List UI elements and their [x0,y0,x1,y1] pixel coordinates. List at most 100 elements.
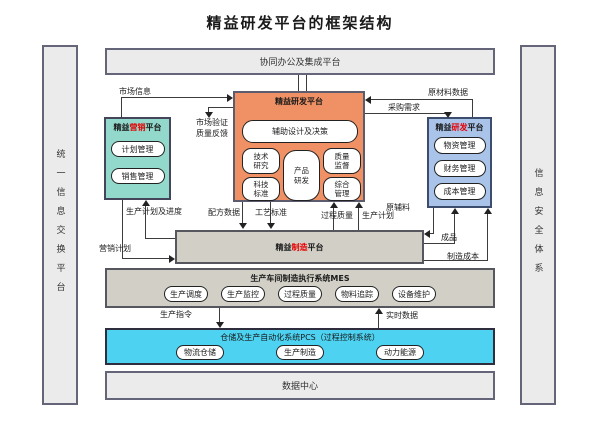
equipment-maintenance-pill: 设备维护 [392,286,436,302]
aided-design-decision-label: 辅助设计及决策 [272,127,328,136]
connector-line [208,107,209,113]
connector-line [430,233,434,234]
connector-line [208,107,233,108]
connector-line [145,206,146,239]
arrow-up-icon [375,308,383,314]
marketing-title-prefix: 精益 [113,123,130,132]
product-rnd-pill: 产品研发 [283,150,320,201]
sales-management-label: 销售管理 [121,171,154,181]
flow-label-manufacturing-cost: 制造成本 [447,252,479,261]
process-quality-pill: 过程质量 [278,286,322,302]
power-energy-label: 动力能源 [384,348,416,357]
flow-label-formula-data: 配方数据 [208,208,240,217]
flow-label-process-quality: 过程质量 [321,211,353,220]
flow-label-finished-goods: 成品 [441,233,457,242]
mes-bar: 生产车间制造执行系统MES 生产调度 生产监控 过程质量 物料追踪 设备维护 [105,268,495,308]
general-management-label: 综合管理 [334,179,350,198]
arrow-down-icon [239,223,247,229]
equipment-maintenance-label: 设备维护 [398,289,430,299]
logistics-warehouse-label: 物流仓储 [184,348,216,357]
connector-line [454,213,455,244]
tech-standard-pill: 科技标准 [242,177,280,201]
market-validation-line1: 市场验证 [196,118,228,127]
info-exchange-platform-bar: 统一信息交换平台 [42,45,78,405]
quality-supervision-label: 质量监督 [334,151,350,170]
data-center-label: 数据中心 [281,382,318,392]
rnd-platform-box: 精益研发平台 辅助设计及决策 技术研究 科技标准 产品研发 质量监督 综合管理 [233,91,365,202]
plan-management-pill: 计划管理 [110,141,165,157]
production-monitoring-label: 生产监控 [227,289,259,299]
management-title-suffix: 平台 [467,123,484,132]
rnd-platform-title: 精益研发平台 [275,97,323,106]
manufacturing-title-highlight: 制造 [291,242,308,252]
production-monitoring-pill: 生产监控 [221,286,265,302]
arrow-down-icon [267,223,275,229]
connector-line [378,313,379,328]
management-title-prefix: 精益 [435,123,452,132]
diagram-title: 精益研发平台的框架结构 [206,14,394,32]
marketing-platform-title: 精益营销平台 [114,122,162,133]
connector-line [424,243,455,244]
product-rnd-label: 产品研发 [294,166,309,185]
manufacturing-title-prefix: 精益 [275,242,292,252]
collaboration-platform-bar: 协同办公及集成平台 [105,48,495,75]
connector-line [145,238,175,239]
tech-research-label: 技术研究 [253,151,269,170]
aided-design-decision-pill: 辅助设计及决策 [242,120,358,143]
connector-line [424,260,488,261]
cost-management-label: 成本管理 [443,187,476,196]
arrow-left-icon [365,96,371,104]
quality-supervision-pill: 质量监督 [323,148,361,174]
production-scheduling-pill: 生产调度 [164,286,208,302]
arrow-up-icon [142,200,150,206]
arrow-left-icon [424,230,430,238]
connector-line [472,99,473,117]
mes-title: 生产车间制造执行系统MES [250,274,350,283]
arrow-up-icon [484,208,492,214]
connector-line [270,202,271,224]
flow-label-purchase-demand: 采购需求 [388,103,420,112]
material-management-label: 物资管理 [443,141,476,150]
quality-feedback-line2: 质量反馈 [196,129,228,138]
finance-management-pill: 财务管理 [433,160,486,177]
data-center-bar: 数据中心 [105,371,495,400]
plan-management-label: 计划管理 [121,144,154,154]
connector-line [433,208,434,234]
process-quality-label: 过程质量 [284,289,316,299]
management-platform-box: 精益研发平台 物资管理 财务管理 成本管理 [427,117,492,208]
flow-label-production-order: 生产指令 [160,310,192,319]
flow-label-market-validation: 市场验证 质量反馈 [196,117,228,139]
power-energy-pill: 动力能源 [376,345,424,360]
mes-pill-row: 生产调度 生产监控 过程质量 物料追踪 设备维护 [107,286,493,302]
info-exchange-platform-label: 统一信息交换平台 [54,149,65,301]
connector-line [121,97,228,98]
manufacturing-platform-title: 精益制造平台 [276,242,324,253]
arrow-right-icon [227,94,233,102]
arrow-up-icon [330,202,338,208]
connector-line [122,200,123,258]
flow-label-process-standard: 工艺标准 [255,208,287,217]
general-management-pill: 综合管理 [323,177,361,201]
flow-label-marketing-plan: 营销计划 [99,244,131,253]
connector-line [298,75,299,91]
flow-label-market-info: 市场信息 [119,87,151,96]
management-title-highlight: 研发 [451,123,468,132]
flow-label-realtime-data: 实时数据 [386,311,418,320]
arrow-right-icon [169,255,175,263]
connector-line [121,97,122,118]
tech-standard-label: 科技标准 [253,179,269,198]
connector-line [122,258,169,259]
sales-management-pill: 销售管理 [110,168,165,184]
connector-line [365,113,448,114]
flow-label-production-plan-progress: 生产计划及进度 [126,207,182,216]
connector-line [487,213,488,261]
production-manufacture-label: 生产制造 [284,348,316,357]
collaboration-platform-label: 协同办公及集成平台 [259,58,341,68]
cost-management-pill: 成本管理 [433,183,486,200]
flow-label-production-plan: 生产计划 [362,211,394,220]
material-management-pill: 物资管理 [433,137,486,154]
arrow-down-icon [205,112,213,118]
production-manufacture-pill: 生产制造 [276,345,324,360]
connector-line [242,202,243,224]
